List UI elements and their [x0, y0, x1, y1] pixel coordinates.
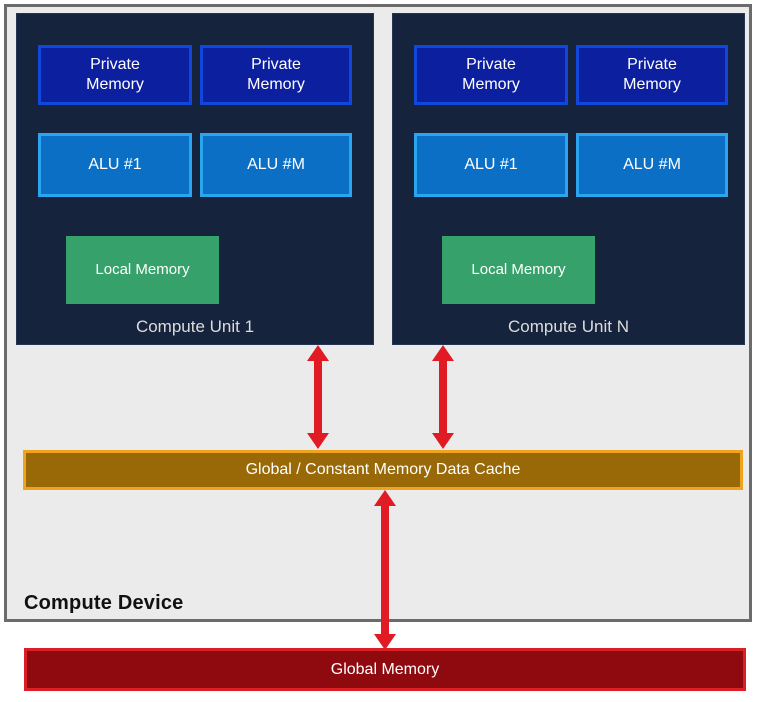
global-memory-bar: Global Memory [24, 648, 746, 691]
compute-device-label: Compute Device [24, 592, 184, 614]
arrow-down-icon [374, 634, 396, 650]
local-memory-box: Local Memory [66, 236, 219, 304]
alu-box: ALU #M [200, 133, 352, 197]
bidirectional-arrow-unit1-cache [307, 345, 329, 449]
private-memory-box: Private Memory [576, 45, 728, 105]
bidirectional-arrow-unitN-cache [432, 345, 454, 449]
compute-unit-1-box: Private Memory Private Memory ALU #1 ALU… [16, 13, 374, 345]
arrow-shaft [439, 361, 447, 433]
arrow-up-icon [307, 345, 329, 361]
private-memory-box: Private Memory [200, 45, 352, 105]
arrow-shaft [314, 361, 322, 433]
arrow-shaft [381, 506, 389, 634]
arrow-up-icon [432, 345, 454, 361]
alu-box: ALU #1 [38, 133, 192, 197]
local-memory-box: Local Memory [442, 236, 595, 304]
private-memory-box: Private Memory [38, 45, 192, 105]
compute-unit-n-label: Compute Unit N [508, 317, 629, 336]
alu-box: ALU #M [576, 133, 728, 197]
global-constant-memory-data-cache-bar: Global / Constant Memory Data Cache [23, 450, 743, 490]
arrow-down-icon [432, 433, 454, 449]
bidirectional-arrow-cache-globalmemory [374, 490, 396, 650]
alu-box: ALU #1 [414, 133, 568, 197]
arrow-down-icon [307, 433, 329, 449]
compute-unit-1-label: Compute Unit 1 [135, 317, 255, 336]
arrow-up-icon [374, 490, 396, 506]
private-memory-box: Private Memory [414, 45, 568, 105]
compute-unit-n-box: Private Memory Private Memory ALU #1 ALU… [392, 13, 745, 345]
